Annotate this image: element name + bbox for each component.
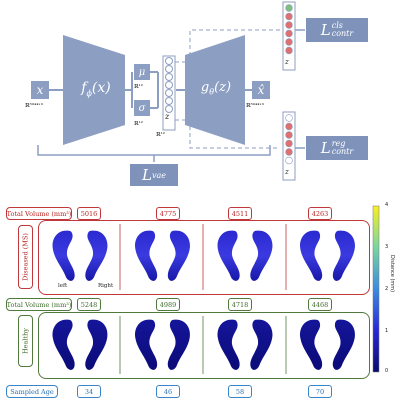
age-row-label: Sampled Age: [6, 385, 58, 398]
diseased-hippocampus-left-4: [300, 230, 323, 281]
reg-stack-circle-3: [285, 131, 293, 139]
healthy-volume-label: Total Volume (mm³): [6, 298, 72, 311]
colorbar-tick-0: 0: [385, 368, 389, 374]
vae-bracket: [37, 145, 271, 156]
colorbar-tick-1: 1: [385, 328, 389, 334]
diseased-volume-1: 5016: [77, 207, 101, 220]
sigma-node: σ: [134, 100, 150, 116]
input-node: x: [31, 81, 49, 99]
sigma-dim: ℝ¹²: [134, 121, 143, 127]
latent-z-label: z: [165, 112, 170, 121]
latent-circles: [165, 57, 173, 113]
healthy-hippocampus-right-1: [85, 319, 108, 370]
diseased-hippocampus-right-3: [250, 230, 273, 281]
age-4: 70: [308, 385, 332, 398]
diseased-panel: [38, 220, 370, 295]
input-symbol: x: [36, 83, 44, 97]
healthy-volume-3: 4718: [228, 298, 252, 311]
mu-dim: ℝ¹²: [134, 84, 143, 90]
healthy-volume-2: 4989: [156, 298, 180, 311]
age-3: 58: [228, 385, 252, 398]
healthy-shapes: [52, 319, 355, 370]
healthy-volume-1: 5248: [77, 298, 101, 311]
cls-stack-circle-1: [285, 4, 293, 12]
diseased-shapes: [52, 230, 355, 281]
colorbar-label: Distance (mm): [389, 255, 395, 293]
left-label: left: [58, 283, 68, 289]
diseased-side-label: Diseased (MS): [18, 225, 33, 289]
latent-dim: ℝ¹²: [156, 132, 165, 138]
reg-stack-circle-2: [285, 122, 293, 131]
diseased-hippocampus-right-2: [167, 230, 190, 281]
output-node: x̂: [252, 81, 270, 99]
colorbar: [372, 205, 380, 373]
cls-stack-circle-2: [285, 12, 293, 21]
shapes-layer: [52, 224, 355, 374]
reg-stack-circles: [285, 114, 293, 165]
diseased-volume-2: 4775: [156, 207, 180, 220]
column-dividers: [119, 224, 287, 374]
diseased-hippocampus-right-4: [332, 230, 355, 281]
right-label: Right: [98, 283, 114, 289]
diseased-hippocampus-right-1: [85, 230, 108, 281]
encoder-block: [63, 35, 125, 145]
diseased-volume-3: 4511: [228, 207, 252, 220]
healthy-hippocampus-left-1: [52, 319, 75, 370]
cls-stack-circle-6: [285, 46, 293, 55]
mu-node: μ: [134, 64, 150, 80]
healthy-hippocampus-right-2: [167, 319, 190, 370]
diseased-volume-label: Total Volume (mm³): [6, 207, 72, 220]
output-dim: ℝ⁵⁹⁴⁴ˣ³: [246, 103, 264, 109]
colorbar-gradient: [372, 205, 380, 373]
cls-stack-circle-5: [285, 38, 293, 46]
diseased-volume-4: 4263: [308, 207, 332, 220]
healthy-volume-4: 4468: [308, 298, 332, 311]
age-1: 34: [77, 385, 101, 398]
z-to-cls-dashed: [175, 29, 280, 63]
reg-z-label: z: [285, 168, 289, 176]
healthy-hippocampus-left-2: [135, 319, 158, 370]
cls-z-label: z: [285, 58, 289, 66]
decoder-label: gθ(z): [200, 80, 232, 97]
diseased-hippocampus-left-1: [52, 230, 75, 281]
colorbar-tick-2: 2: [385, 286, 389, 292]
healthy-side-label: Healthy: [18, 315, 33, 367]
z-to-reg-dashed: [175, 119, 280, 149]
reg-stack-circle-1: [285, 114, 293, 122]
reg-stack-circle-4: [285, 139, 293, 148]
colorbar-tick-4: 4: [385, 202, 389, 208]
encoder-label: fϕ(x): [81, 80, 111, 98]
healthy-panel: [38, 312, 370, 379]
healthy-hippocampus-right-4: [332, 319, 355, 370]
reg-stack-circle-6: [285, 156, 293, 165]
age-2: 46: [156, 385, 180, 398]
diseased-hippocampus-left-2: [135, 230, 158, 281]
healthy-hippocampus-left-4: [300, 319, 323, 370]
input-dim: ℝ⁵⁹⁴⁴ˣ³: [25, 103, 43, 109]
colorbar-tick-3: 3: [385, 244, 389, 250]
cls-stack-circles: [285, 4, 293, 55]
cls-stack-circle-4: [285, 29, 293, 38]
healthy-hippocampus-right-3: [250, 319, 273, 370]
decoder-block: [185, 35, 245, 145]
cls-stack-circle-3: [285, 21, 293, 29]
healthy-hippocampus-left-3: [217, 319, 240, 370]
reg-stack-circle-5: [285, 148, 293, 156]
architecture-diagram: [37, 1, 305, 181]
diseased-hippocampus-left-3: [217, 230, 240, 281]
